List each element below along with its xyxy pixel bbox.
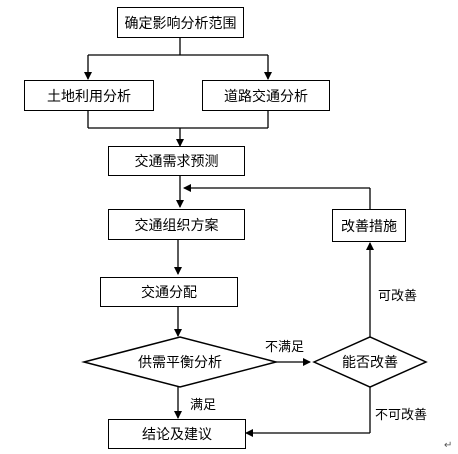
step-assign: 交通分配 — [100, 277, 238, 307]
decision-improvable — [312, 336, 428, 388]
step-scope: 确定影响分析范围 — [117, 7, 244, 38]
step-landuse-label: 土地利用分析 — [47, 88, 131, 105]
decision-balance-label: 供需平衡分析 — [138, 355, 222, 371]
step-plan: 交通组织方案 — [108, 209, 245, 240]
label-satisfied: 满足 — [190, 398, 217, 413]
step-measures: 改善措施 — [332, 209, 406, 242]
step-road: 道路交通分析 — [202, 80, 330, 111]
paragraph-mark: ↵ — [444, 440, 453, 451]
step-scope-label: 确定影响分析范围 — [124, 15, 237, 32]
label-cannot-improve: 不可改善 — [375, 408, 428, 423]
step-conclusion-label: 结论及建议 — [142, 427, 212, 443]
step-assign-label: 交通分配 — [141, 285, 197, 301]
step-demand-label: 交通需求预测 — [134, 154, 219, 170]
step-road-label: 道路交通分析 — [224, 88, 308, 105]
label-unsatisfied: 不满足 — [265, 340, 305, 355]
step-demand: 交通需求预测 — [108, 146, 245, 176]
label-can-improve: 可改善 — [378, 289, 418, 304]
step-plan-label: 交通组织方案 — [134, 217, 219, 234]
step-conclusion: 结论及建议 — [108, 419, 246, 449]
decision-improvable-label: 能否改善 — [342, 355, 398, 371]
decision-balance — [81, 336, 279, 388]
step-landuse: 土地利用分析 — [24, 80, 154, 111]
step-measures-label: 改善措施 — [341, 218, 397, 235]
